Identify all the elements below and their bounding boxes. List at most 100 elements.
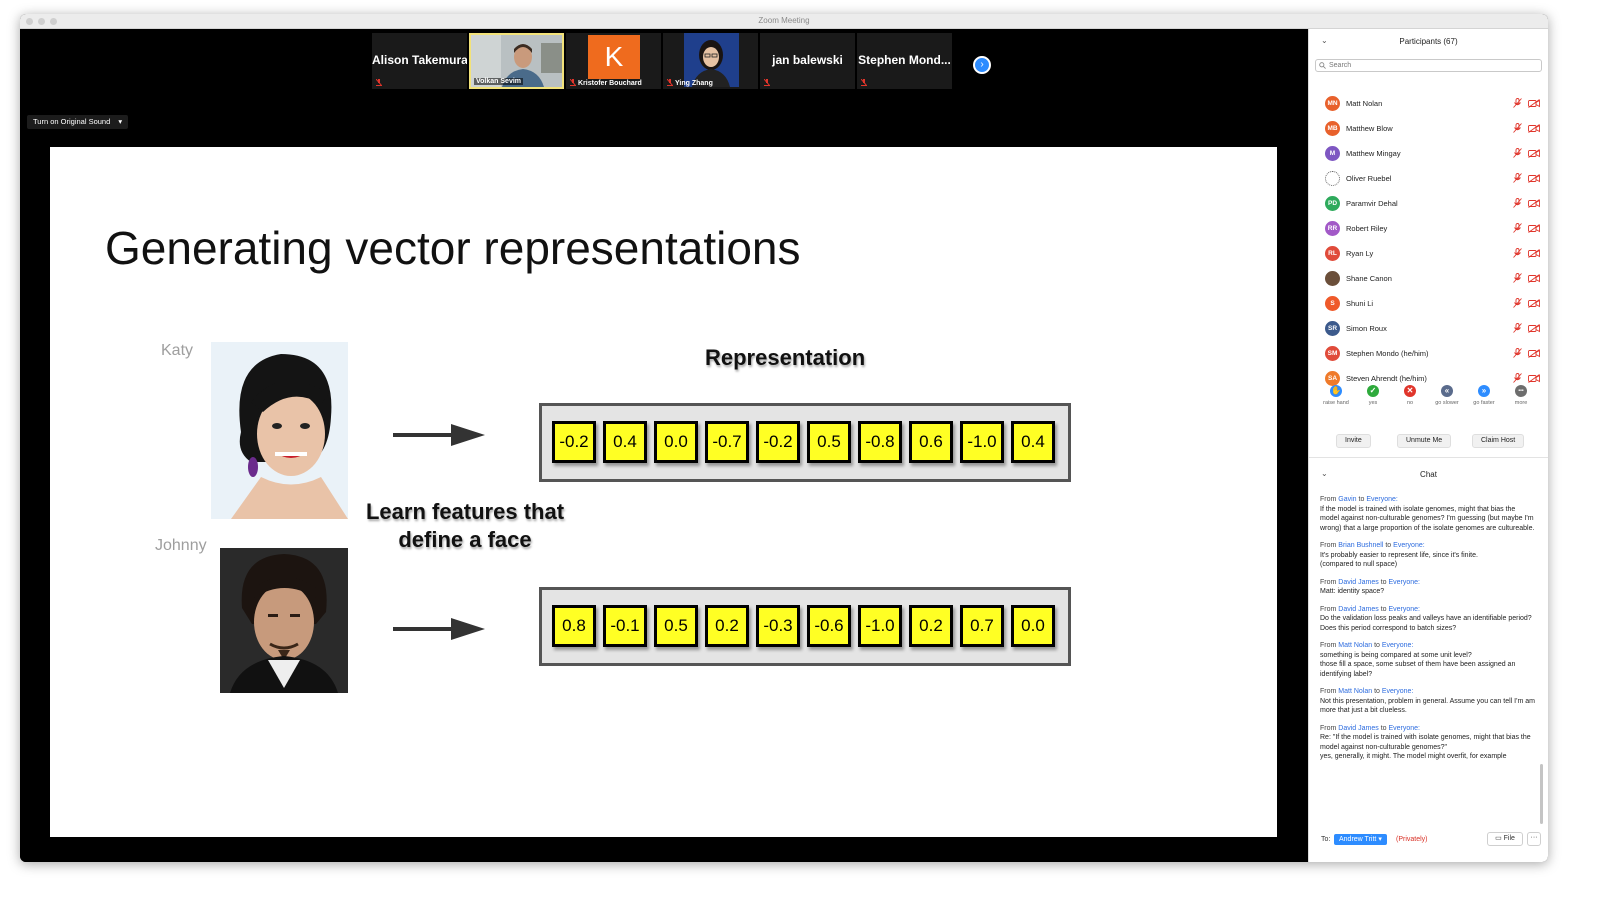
participant-tile[interactable]: Ying Zhang — [663, 33, 758, 89]
muted-mic-icon — [570, 79, 576, 86]
chat-sender[interactable]: Gavin — [1338, 496, 1357, 503]
zoom-window-button[interactable] — [50, 18, 57, 25]
next-page-button[interactable]: › — [973, 56, 991, 74]
chat-scrollbar[interactable] — [1540, 764, 1543, 824]
participant-tile[interactable]: Stephen Mond... — [857, 33, 952, 89]
participant-tile-name: Ying Zhang — [675, 80, 713, 87]
chat-sender[interactable]: David James — [1338, 578, 1379, 586]
chat-message-text: Re: "If the model is trained with isolat… — [1320, 734, 1531, 760]
reaction-yes-button[interactable]: ✓yes — [1355, 385, 1391, 406]
muted-mic-icon — [1513, 348, 1522, 358]
chat-message: From David James to Everyone:Re: "If the… — [1320, 724, 1535, 762]
reaction-raise-hand-button[interactable]: ✋raise hand — [1318, 385, 1354, 406]
chat-sender[interactable]: David James — [1338, 605, 1379, 613]
avatar: MB — [1325, 121, 1340, 136]
reaction-go-slower-button[interactable]: «go slower — [1429, 385, 1465, 406]
chat-message-header: From Gavin to Everyone: — [1320, 495, 1535, 505]
privately-label: (Privately) — [1396, 836, 1428, 843]
reaction-more-button[interactable]: ••• more — [1503, 385, 1539, 406]
file-button[interactable]: ▭ File — [1487, 832, 1523, 846]
avatar: MN — [1325, 96, 1340, 111]
learn-caption-line: define a face — [398, 527, 532, 552]
close-window-button[interactable] — [26, 18, 33, 25]
avatar: PD — [1325, 196, 1340, 211]
to-label: to — [1378, 578, 1389, 586]
reaction-go-faster-button[interactable]: »go faster — [1466, 385, 1502, 406]
katy-photo — [211, 342, 348, 519]
avatar: M — [1325, 146, 1340, 161]
chat-sender[interactable]: David James — [1338, 724, 1379, 732]
from-label: From — [1320, 496, 1339, 503]
participant-tile-active-speaker[interactable]: Volkan Sevim — [469, 33, 564, 89]
video-off-icon — [1528, 124, 1540, 133]
participant-tile-name: Kristofer Bouchard — [578, 80, 642, 87]
vector-cell: 0.4 — [603, 421, 647, 463]
chat-sender[interactable]: Matt Nolan — [1338, 642, 1373, 649]
participant-row[interactable]: Shane Canon — [1309, 267, 1548, 292]
chat-message-text: Matt: identity space? — [1320, 588, 1385, 595]
reaction-label: more — [1514, 400, 1528, 406]
participant-search-input[interactable]: Search — [1315, 59, 1542, 72]
video-off-icon — [1528, 374, 1540, 383]
muted-mic-icon — [1513, 323, 1522, 333]
participant-name: Oliver Ruebel — [1346, 174, 1392, 183]
from-label: From — [1320, 724, 1339, 732]
participant-tile[interactable]: K Kristofer Bouchard — [566, 33, 661, 89]
chat-sender[interactable]: Matt Nolan — [1338, 688, 1373, 695]
reaction-no-button[interactable]: ✕no — [1392, 385, 1428, 406]
reaction-icon: ••• — [1515, 385, 1527, 397]
participant-row[interactable]: Oliver Ruebel — [1309, 167, 1548, 192]
collapse-participants-icon[interactable]: ⌄ — [1321, 36, 1328, 45]
from-label: From — [1320, 642, 1339, 649]
vector-cell: -0.8 — [858, 421, 902, 463]
vector-cell: 0.2 — [705, 605, 749, 647]
arrow-right-icon — [393, 618, 485, 640]
johnny-photo — [220, 548, 348, 693]
chevron-down-icon: ▾ — [118, 117, 123, 126]
chat-message-text: If the model is trained with isolate gen… — [1320, 505, 1535, 532]
participant-tile[interactable]: jan balewski — [760, 33, 855, 89]
katy-vector: -0.2 0.4 0.0 -0.7 -0.2 0.5 -0.8 0.6 -1.0… — [539, 403, 1071, 482]
participant-tile[interactable]: Alison Takemura — [372, 33, 467, 89]
window-title: Zoom Meeting — [758, 16, 810, 25]
arrow-right-icon — [393, 424, 485, 446]
participant-tile-name: Stephen Mond... — [858, 53, 951, 67]
more-options-button[interactable]: ··· — [1527, 832, 1541, 846]
avatar — [1325, 171, 1340, 186]
chat-sender[interactable]: Brian Bushnell — [1338, 542, 1384, 549]
reaction-icon: » — [1478, 385, 1490, 397]
from-label: From — [1320, 688, 1339, 695]
video-off-icon — [1528, 199, 1540, 208]
participant-name: Steven Ahrendt (he/him) — [1346, 374, 1427, 383]
unmute-me-button[interactable]: Unmute Me — [1397, 434, 1452, 448]
original-sound-toggle[interactable]: Turn on Original Sound ▾ — [27, 115, 129, 129]
claim-host-button[interactable]: Claim Host — [1472, 434, 1525, 448]
to-label: to — [1356, 496, 1367, 503]
muted-mic-icon — [1513, 173, 1522, 183]
muted-mic-icon — [1513, 198, 1522, 208]
invite-button[interactable]: Invite — [1336, 434, 1371, 448]
reaction-icon: ✕ — [1404, 385, 1416, 397]
participants-header: Participants (67) — [1399, 37, 1458, 46]
chat-recipient-select[interactable]: Andrew Tritt ▾ — [1334, 834, 1387, 845]
video-off-icon — [1528, 249, 1540, 258]
collapse-chat-icon[interactable]: ⌄ — [1321, 469, 1328, 478]
chat-message-list[interactable]: From Gavin to Everyone:If the model is t… — [1320, 495, 1535, 770]
chat-message-text: Not this presentation, problem in genera… — [1320, 697, 1535, 715]
participant-video — [684, 33, 739, 87]
to-label: to — [1378, 724, 1389, 732]
chat-message-header: From Brian Bushnell to Everyone: — [1320, 541, 1535, 551]
to-label: to — [1372, 642, 1382, 649]
minimize-window-button[interactable] — [38, 18, 45, 25]
from-label: From — [1320, 605, 1339, 613]
